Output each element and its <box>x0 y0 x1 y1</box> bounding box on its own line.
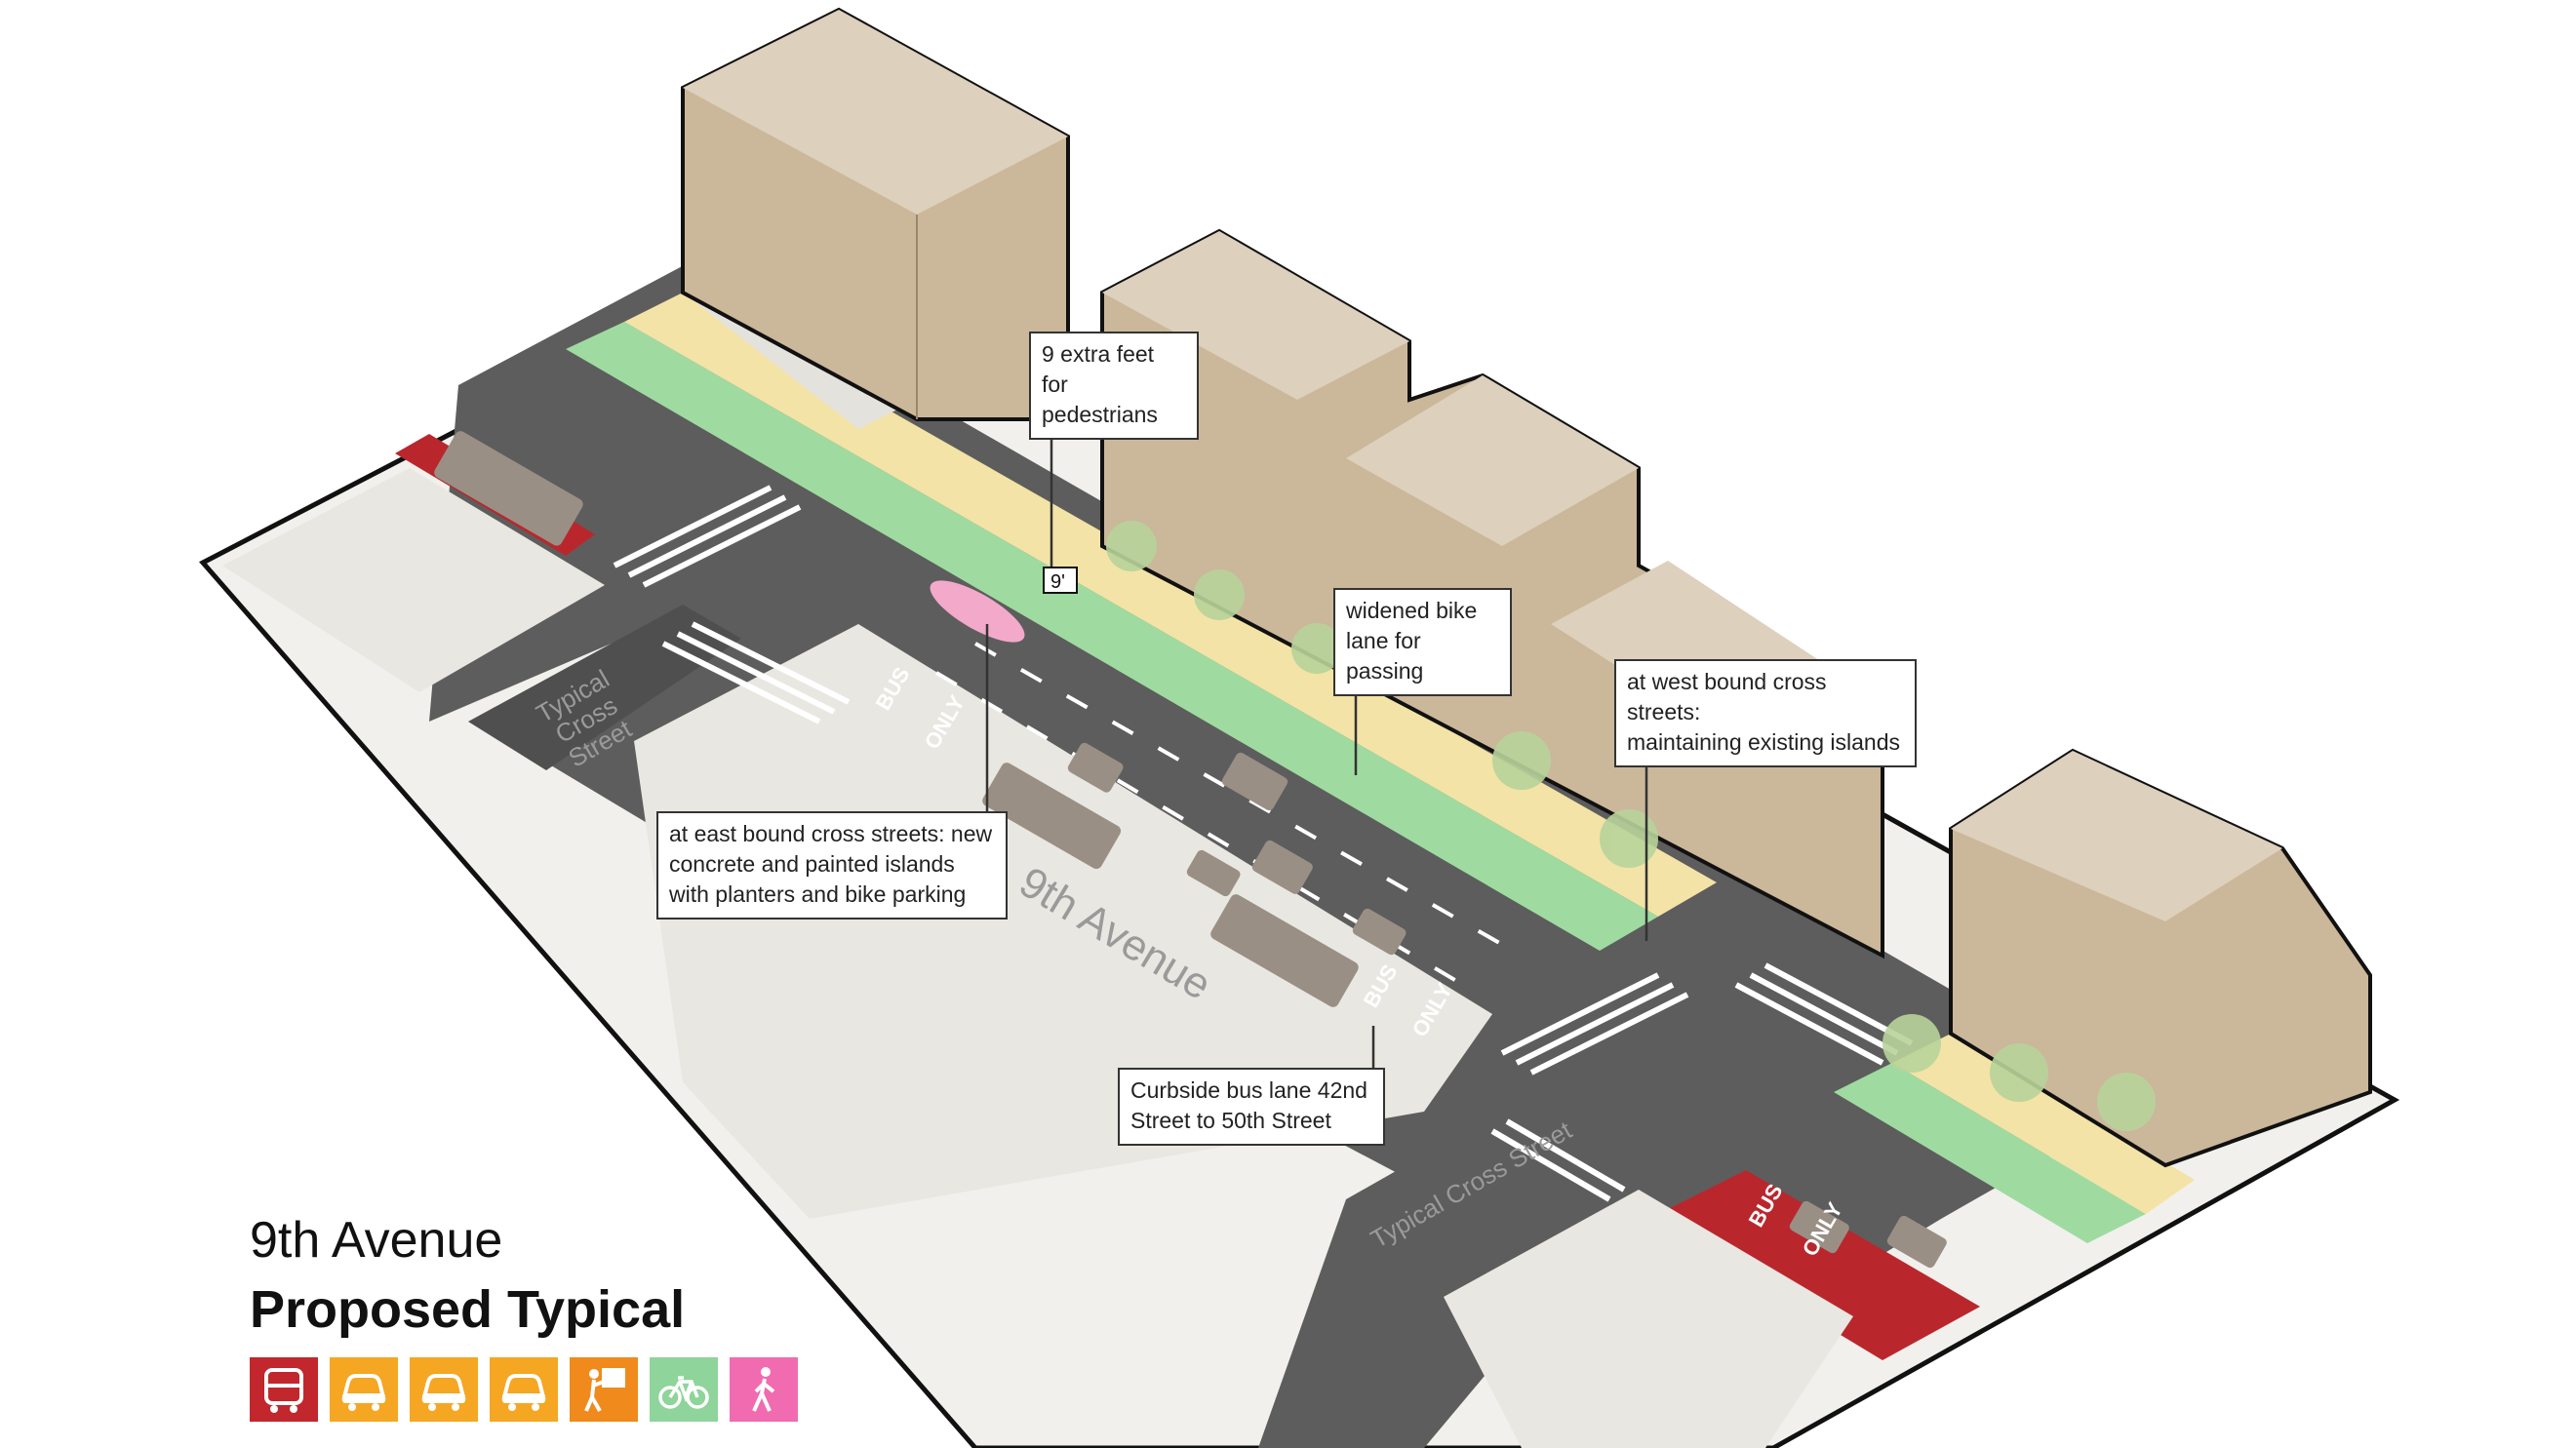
building-north-corner <box>681 7 1070 421</box>
bike-icon <box>650 1357 718 1422</box>
callout-west-bound: at west bound cross streets: maintaining… <box>1614 659 1917 767</box>
pedestrian-icon <box>730 1357 798 1422</box>
building-south-corner <box>1949 748 2372 1168</box>
bike-lane <box>566 322 1658 951</box>
bus-icon <box>250 1357 318 1422</box>
bike-lane-right <box>1834 1063 2146 1243</box>
vehicles <box>434 431 1947 1269</box>
mode-legend <box>250 1357 798 1422</box>
car-icon <box>330 1357 398 1422</box>
callout-east-bound: at east bound cross streets: new concret… <box>656 811 1008 920</box>
car-icon <box>490 1357 558 1422</box>
pink-island <box>930 580 1025 643</box>
sidewalk-north <box>624 293 1717 917</box>
callout-pedestrians: 9 extra feet for pedestrians <box>1029 332 1199 440</box>
callout-bus-lane: Curbside bus lane 42nd Street to 50th St… <box>1118 1068 1385 1146</box>
measurement-tag <box>1043 567 1078 594</box>
sidewalk-right <box>1892 1034 2195 1214</box>
sidewalk-south-left <box>222 468 605 692</box>
crosswalk-stripes <box>613 485 1914 1202</box>
car-icon <box>410 1357 478 1422</box>
delivery-icon <box>570 1357 638 1422</box>
cross-street-right-lower <box>1258 956 1951 1448</box>
bus-lane-corner <box>1648 1170 1980 1360</box>
diagram-title: 9th Avenue <box>250 1212 503 1269</box>
sidewalk-south-right <box>1444 1190 1853 1448</box>
callout-bike-lane: widened bike lane for passing <box>1333 588 1512 696</box>
measurement-label: 9' <box>1050 571 1065 593</box>
street-trees <box>1106 521 2156 1131</box>
diagram-subtitle: Proposed Typical <box>250 1280 686 1339</box>
